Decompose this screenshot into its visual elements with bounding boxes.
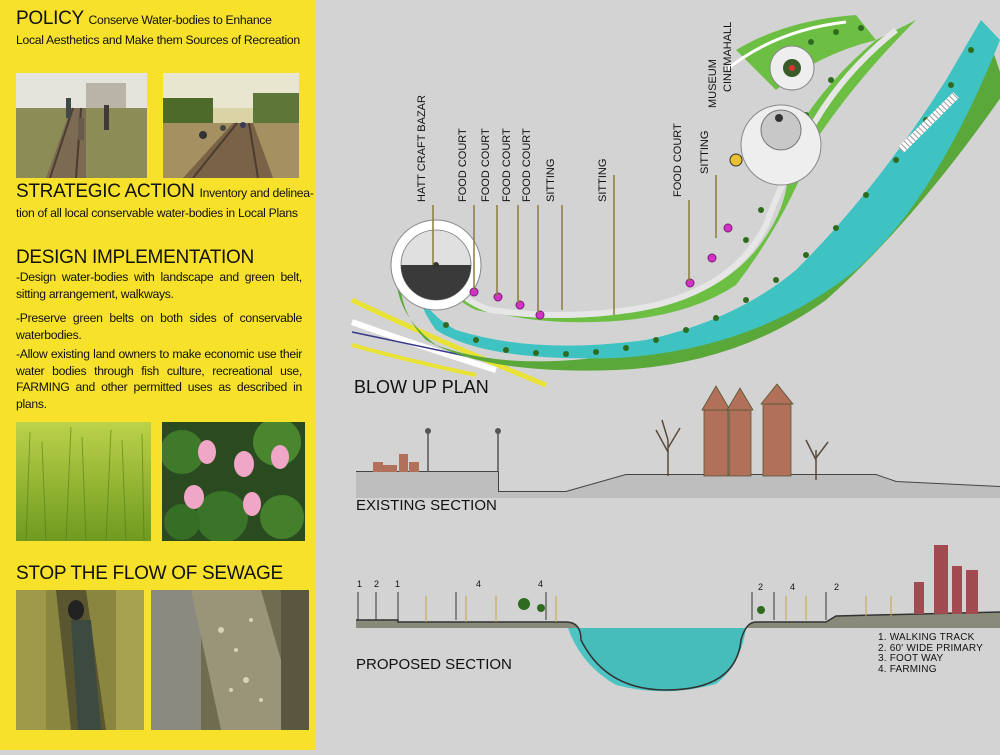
legend-item-1: 1. WALKING TRACK <box>878 632 975 643</box>
strategic-heading: STRATEGIC ACTION <box>16 181 195 202</box>
label-sitting-1: SITTING <box>545 158 557 202</box>
sewage-photo-1 <box>16 590 144 730</box>
plan-and-sections <box>350 15 1000 692</box>
strategic-block: STRATEGIC ACTION Inventory and delinea- <box>16 181 314 203</box>
label-food-court-1: FOOD COURT <box>457 128 469 202</box>
text-panel: POLICY Conserve Water-bodies to Enhance … <box>0 0 316 750</box>
label-food-court-5: FOOD COURT <box>672 123 684 197</box>
sewage-heading: STOP THE FLOW OF SEWAGE <box>16 563 283 584</box>
railway-photo-2 <box>163 73 299 178</box>
proposed-section-drawing <box>356 545 1000 692</box>
label-museum: MUSEUM <box>707 59 719 108</box>
label-hatt-craft-bazar: HATT CRAFT BAZAR <box>416 95 428 202</box>
plan-title: BLOW UP PLAN <box>354 377 489 397</box>
design-item-2: -Preserve green belts on both sides of c… <box>16 311 302 342</box>
label-food-court-3: FOOD COURT <box>501 128 513 202</box>
dim-2c: 2 <box>834 582 840 592</box>
policy-heading: POLICY <box>16 8 84 29</box>
rice-field-photo <box>16 422 151 541</box>
section-legend: 1. WALKING TRACK 2. 60' WIDE PRIMARY 3. … <box>878 632 983 675</box>
dim-1b: 1 <box>395 579 401 589</box>
dim-4a: 4 <box>476 579 482 589</box>
label-sitting-2: SITTING <box>597 158 609 202</box>
design-item-3: -Allow existing land owners to make econ… <box>16 347 302 411</box>
drawing-panel: HATT CRAFT BAZAR FOOD COURT FOOD COURT F… <box>316 0 1000 750</box>
label-food-court-2: FOOD COURT <box>480 128 492 202</box>
dim-4c: 4 <box>790 582 796 592</box>
strategic-text: tion of all local conservable water-bodi… <box>16 206 298 220</box>
legend-item-3: 3. FOOT WAY <box>878 653 944 664</box>
blow-up-plan <box>350 15 1000 388</box>
legend-item-2: 2. 60' WIDE PRIMARY <box>878 642 983 654</box>
dim-2b: 2 <box>758 582 764 592</box>
legend-item-4: 4. FARMING <box>878 663 937 675</box>
strategic-text-first: Inventory and delinea- <box>199 186 314 200</box>
proposed-section-title: PROPOSED SECTION <box>356 656 512 673</box>
dim-1a: 1 <box>357 579 363 589</box>
label-sitting-3: SITTING <box>699 130 711 174</box>
policy-text: Local Aesthetics and Make them Sources o… <box>16 33 300 47</box>
policy-text-first: Conserve Water-bodies to Enhance <box>88 13 272 27</box>
existing-section-drawing <box>356 383 1000 498</box>
existing-section-title: EXISTING SECTION <box>356 497 497 514</box>
design-item-1: -Design water-bodies with landscape and … <box>16 270 302 301</box>
sewage-photo-2 <box>151 590 309 730</box>
water-lily-photo <box>162 422 305 541</box>
label-food-court-4: FOOD COURT <box>521 128 533 202</box>
railway-photo-1 <box>16 73 147 178</box>
dim-4b: 4 <box>538 579 544 589</box>
policy-block: POLICY Conserve Water-bodies to Enhance <box>16 8 272 30</box>
dim-2a: 2 <box>374 579 380 589</box>
design-heading: DESIGN IMPLEMENTATION <box>16 247 254 268</box>
label-cinemahall: CINEMAHALL <box>722 21 734 92</box>
